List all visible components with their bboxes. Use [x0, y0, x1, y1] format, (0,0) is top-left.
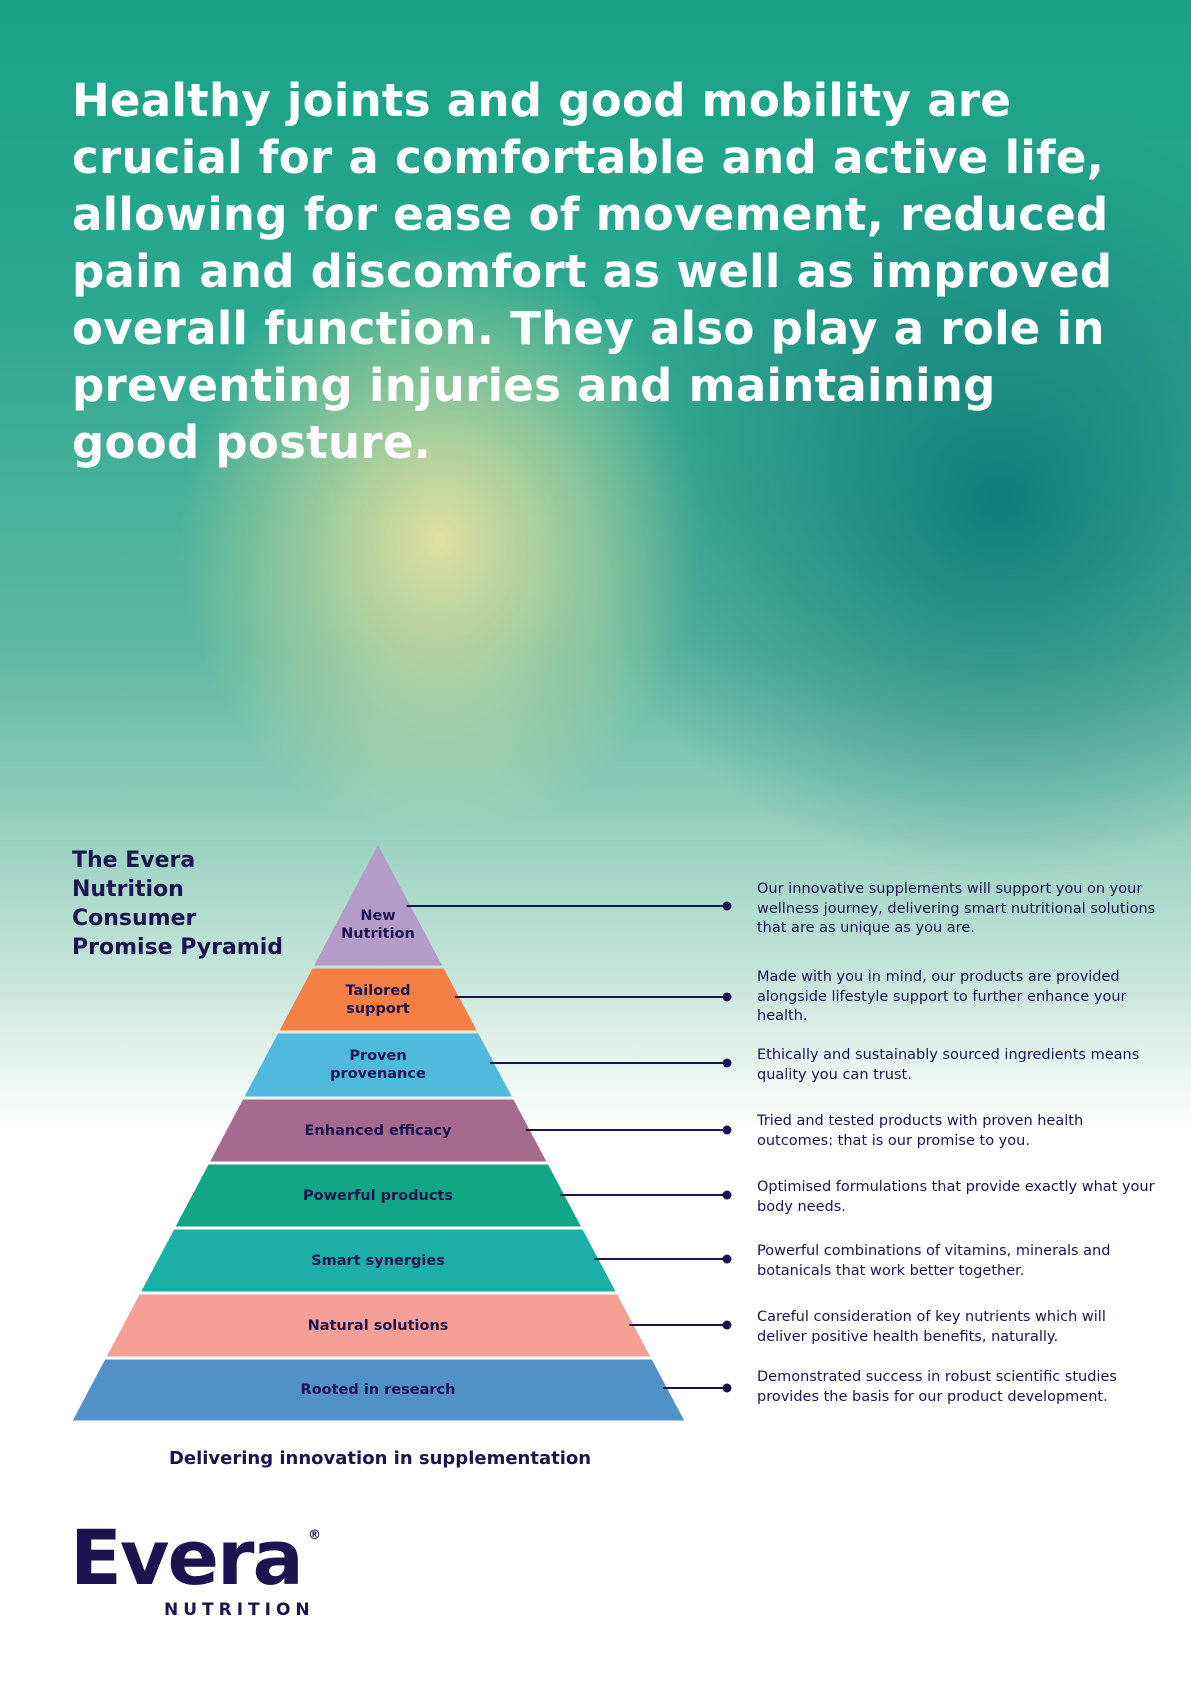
- pyramid-title: The Evera Nutrition Consumer Promise Pyr…: [72, 848, 284, 960]
- pyramid-band: [141, 1229, 616, 1292]
- band-description: Demonstrated success in robust scientifi…: [757, 1369, 1117, 1405]
- connector-dot: [722, 992, 732, 1002]
- band-description: Careful consideration of key nutrients w…: [757, 1309, 1106, 1345]
- connector-dot: [722, 901, 732, 911]
- connector-dot: [722, 1125, 732, 1135]
- band-label: Natural solutions: [307, 1317, 449, 1334]
- band-description: Optimised formulations that provide exac…: [757, 1179, 1155, 1215]
- connector-dot: [722, 1254, 732, 1264]
- connector-dot: [722, 1190, 732, 1200]
- band-description: Our innovative supplements will support …: [757, 881, 1156, 936]
- band-label: New Nutrition: [341, 908, 415, 942]
- band-description: Ethically and sustainably sourced ingred…: [757, 1047, 1140, 1083]
- connector-dot: [722, 1383, 732, 1393]
- registered-mark: ®: [308, 1528, 321, 1543]
- evera-logo: Evera ® NUTRITION: [70, 1513, 321, 1621]
- band-label: Rooted in research: [300, 1382, 456, 1398]
- connector-dot: [722, 1320, 732, 1330]
- pyramid-band: [175, 1164, 581, 1227]
- band-description: Made with you in mind, our products are …: [757, 969, 1127, 1024]
- band-label: Smart synergies: [311, 1252, 445, 1269]
- pyramid-band: [72, 1359, 685, 1421]
- band-description: Powerful combinations of vitamins, miner…: [757, 1243, 1111, 1279]
- pyramid-band: [314, 845, 443, 966]
- band-description: Tried and tested products with proven he…: [757, 1113, 1084, 1149]
- tagline: Delivering innovation in supplementation: [168, 1448, 592, 1469]
- band-label: Powerful products: [303, 1187, 453, 1204]
- logo-wordmark: Evera: [70, 1513, 304, 1602]
- logo-subtitle: NUTRITION: [164, 1600, 315, 1620]
- band-label: Tailored support: [345, 982, 411, 1017]
- headline: Healthy joints and good mobility are cru…: [72, 74, 1113, 469]
- pyramid-band: [244, 1033, 512, 1097]
- band-label: Proven provenance: [330, 1048, 426, 1082]
- pyramid-band: [210, 1099, 547, 1162]
- band-label: Enhanced efficacy: [304, 1122, 452, 1139]
- connector-dot: [722, 1058, 732, 1068]
- pyramid-band: [106, 1294, 651, 1357]
- pyramid-band: [279, 968, 477, 1031]
